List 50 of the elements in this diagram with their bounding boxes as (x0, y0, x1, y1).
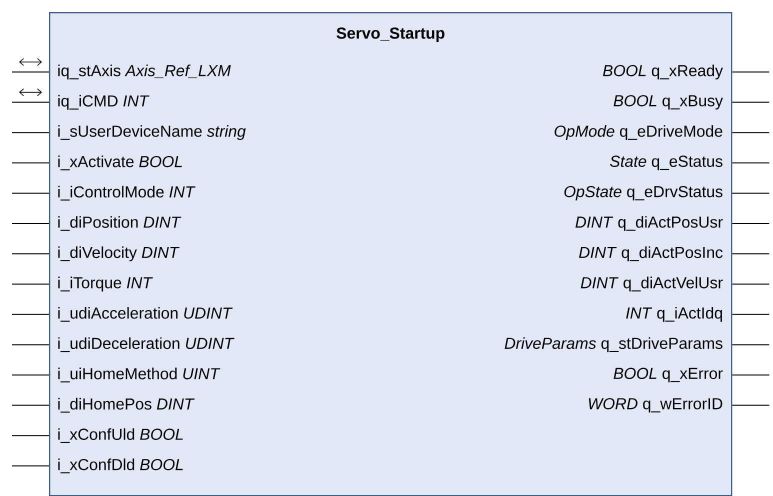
pin-label: BOOL q_xReady (603, 64, 723, 80)
pin-label: i_xConfUld BOOL (58, 428, 183, 443)
pin-line (732, 253, 770, 254)
pin-label: WORD q_wErrorID (588, 398, 722, 413)
pin-line (12, 435, 50, 436)
pin-line (12, 132, 50, 134)
pin-label: i_udiDeceleration UDINT (58, 337, 234, 352)
pin-label: State q_eStatus (610, 156, 722, 170)
pin-label: i_iControlMode INT (58, 186, 196, 201)
pin-line (732, 102, 770, 103)
pin-label: BOOL q_xError (614, 368, 723, 382)
pin-line (732, 344, 770, 346)
pin-label: BOOL q_xBusy (614, 95, 723, 110)
pin-label: i_uiHomeMethod UINT (58, 368, 220, 382)
pin-line (12, 344, 50, 346)
pin-label: i_xConfDld BOOL (58, 458, 183, 474)
pin-line (12, 192, 50, 194)
pin-label: i_diHomePos DINT (58, 398, 195, 413)
pin-line (732, 374, 770, 376)
pin-label: iq_stAxis Axis_Ref_LXM (58, 64, 231, 80)
pin-label: DINT q_diActPosUsr (576, 216, 723, 231)
pin-label: i_diPosition DINT (58, 216, 182, 231)
pin-label: i_udiAcceleration UDINT (58, 307, 233, 322)
pin-label: iq_iCMD INT (58, 94, 150, 110)
pin-label: DINT q_diActPosInc (579, 246, 723, 262)
pin-line (12, 404, 50, 406)
pin-label: i_xActivate BOOL (58, 156, 182, 170)
pin-line (12, 223, 50, 224)
pin-line (732, 162, 770, 164)
pin-line (12, 314, 50, 315)
pin-line (732, 192, 770, 194)
pin-line (12, 465, 50, 466)
pin-line (12, 284, 50, 285)
pin-line (12, 102, 50, 103)
pin-line (12, 374, 50, 376)
pin-line (12, 253, 50, 254)
pin-line (12, 162, 50, 164)
pin-label: i_diVelocity DINT (58, 246, 180, 262)
pin-line (732, 223, 770, 224)
pin-line (732, 404, 770, 406)
pin-label: i_iTorque INT (58, 276, 153, 292)
pin-label: INT q_iActIdq (626, 306, 722, 322)
pin-label: DriveParams q_stDriveParams (504, 337, 722, 352)
pin-label: i_sUserDeviceName string (58, 125, 246, 140)
pin-label: DINT q_diActVelUsr (580, 276, 723, 292)
pin-line (732, 284, 770, 285)
pin-label: OpMode q_eDriveMode (554, 125, 722, 140)
pin-label: OpState q_eDrvStatus (564, 186, 722, 200)
pin-line (732, 314, 770, 315)
pin-line (732, 132, 770, 134)
